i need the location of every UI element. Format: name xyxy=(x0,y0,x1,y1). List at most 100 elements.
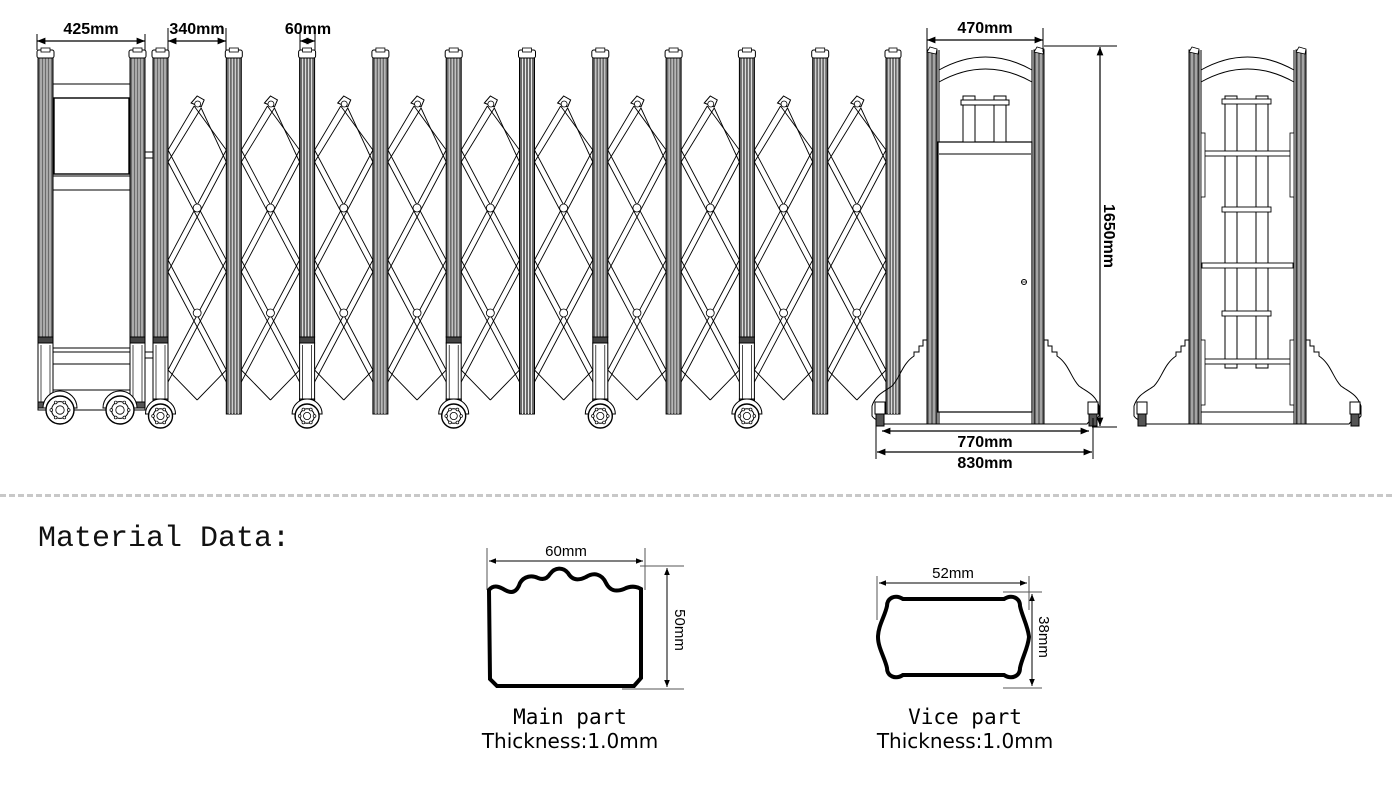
lattice-bar xyxy=(460,107,495,163)
pivot-hole xyxy=(267,100,275,108)
post-lower-section xyxy=(445,336,462,406)
wheel-bolt xyxy=(594,420,599,425)
post-lower-section xyxy=(152,336,169,406)
post-cap-top xyxy=(375,47,386,53)
wheel-bolt xyxy=(448,420,452,425)
wheel-bolt xyxy=(151,414,155,418)
side-caster-mount xyxy=(1136,401,1148,415)
wheel-bolt xyxy=(591,414,595,418)
caster-wheel xyxy=(731,398,763,429)
post-lower xyxy=(738,342,755,406)
wheel-bolt xyxy=(62,415,67,420)
lattice-bar xyxy=(680,369,711,401)
dim-top-width: 470mm xyxy=(926,20,1044,52)
ladder-rung xyxy=(1201,262,1294,269)
post-cap-top xyxy=(40,47,51,53)
pivot-hole xyxy=(634,100,641,108)
wheel-bolt xyxy=(448,407,452,412)
ladder-rung xyxy=(1221,310,1272,317)
pivot-hole xyxy=(560,100,568,108)
lattice-bar xyxy=(167,161,227,273)
wheel-bolt xyxy=(49,408,54,412)
lattice-bar xyxy=(387,161,447,273)
gate-post xyxy=(591,47,610,338)
post-band xyxy=(592,336,609,344)
side-bracket xyxy=(1289,132,1295,198)
lattice-bar xyxy=(754,105,781,151)
lattice-bar xyxy=(680,271,740,383)
dim-post-spacing: 340mm xyxy=(167,21,227,50)
wheel-bolt xyxy=(301,407,306,412)
side-handle-bar xyxy=(993,95,1007,143)
lattice-bar xyxy=(274,107,301,163)
wheel-bolt xyxy=(113,400,118,405)
post-body xyxy=(299,55,316,338)
pivot-hole xyxy=(414,100,421,108)
wheel-axle xyxy=(303,411,312,420)
lattice-bar xyxy=(607,369,638,401)
gate-post xyxy=(36,47,55,338)
wheel-bolt xyxy=(122,415,127,420)
pivot-hole xyxy=(412,308,422,318)
wheel-bolt xyxy=(109,408,114,412)
pivot-hole xyxy=(852,203,862,213)
caster-wheel xyxy=(291,398,323,429)
gate-post xyxy=(128,47,147,338)
pivot-hole xyxy=(632,203,642,213)
lattice-bar xyxy=(200,107,227,163)
wheel-bolt xyxy=(605,414,610,418)
front-dimensions: 425mm 340mm 60mm xyxy=(36,21,331,50)
lattice-bar xyxy=(827,107,862,163)
wheel-bolt xyxy=(741,407,745,412)
dim-label-60: 60mm xyxy=(285,21,331,38)
side-view-door xyxy=(871,46,1100,427)
wheel-bolt xyxy=(309,407,313,412)
pivot-hole xyxy=(559,203,569,213)
lattice-bar xyxy=(196,369,227,401)
gate-post xyxy=(371,47,390,415)
gate-post xyxy=(151,47,170,338)
dim-label-425: 425mm xyxy=(63,21,118,38)
side-bracket xyxy=(1289,339,1295,406)
pivot-hole xyxy=(853,100,861,108)
wheel-bolt xyxy=(113,415,118,420)
wheel-bolt xyxy=(748,420,753,425)
wheel-axle xyxy=(742,411,751,420)
vice-part-caption: Vice part Thickness:1.0mm xyxy=(860,705,1070,753)
lattice-bar xyxy=(534,105,562,151)
ladder-rail xyxy=(1224,95,1238,369)
vice-part-shape xyxy=(875,594,1032,680)
lattice-bar xyxy=(534,369,564,401)
lattice-bar xyxy=(240,271,300,383)
lattice-bar xyxy=(827,271,887,383)
side-dimensions: 470mm 1650mm 770mm 830mm xyxy=(875,20,1117,472)
side-post xyxy=(1033,49,1045,425)
side-caster-mount xyxy=(874,401,886,415)
wheel-bolt xyxy=(594,407,599,412)
wheel-bolt xyxy=(53,415,58,420)
lattice-bar xyxy=(240,369,271,401)
pivot-hole xyxy=(266,308,275,318)
post-cap-top xyxy=(522,47,532,53)
side-arch xyxy=(938,68,1033,83)
wheel-axle xyxy=(156,411,165,420)
dim-inner-base: 770mm xyxy=(882,427,1089,451)
main-part-name: Main part xyxy=(513,705,627,729)
lattice-bar xyxy=(709,369,740,401)
pivot-hole xyxy=(485,203,495,213)
post-cap-top xyxy=(742,47,752,53)
main-part-caption: Main part Thickness:1.0mm xyxy=(470,705,670,753)
post-lower-section xyxy=(738,336,755,406)
lattice-bar xyxy=(860,107,887,163)
post-lower xyxy=(445,342,462,406)
side-caster-wheel xyxy=(875,413,885,427)
lattice-bar xyxy=(567,107,594,163)
lattice-bar xyxy=(636,369,667,401)
lattice-bar xyxy=(347,107,374,163)
lattice-bar xyxy=(420,107,447,163)
gate-post xyxy=(811,47,830,415)
gate-post xyxy=(737,47,756,338)
post-body xyxy=(665,55,682,415)
post-cap-top xyxy=(132,47,143,53)
dim-height: 1650mm xyxy=(1044,45,1117,428)
